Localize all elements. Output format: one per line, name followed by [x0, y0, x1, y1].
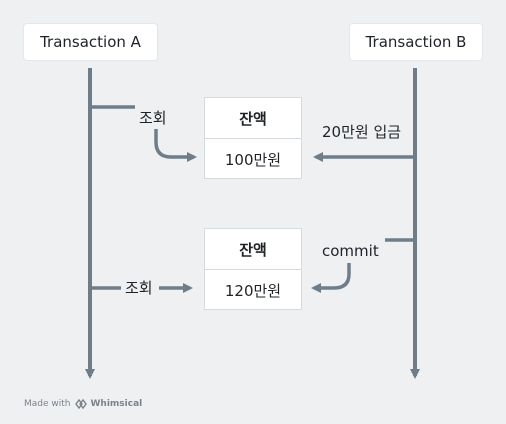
commit-label: commit — [322, 242, 379, 260]
transaction-b-box: Transaction B — [350, 24, 482, 60]
balance-table-2-value: 120만원 — [224, 281, 282, 300]
transaction-b-label: Transaction B — [365, 33, 467, 51]
whimsical-logo-icon — [74, 399, 87, 409]
deposit-label: 20만원 입금 — [322, 123, 402, 141]
balance-table-1-value: 100만원 — [224, 150, 282, 169]
transaction-a-box: Transaction A — [24, 24, 157, 60]
connector-read-1 — [90, 105, 194, 157]
transaction-a-label: Transaction A — [40, 33, 141, 51]
read-label-1: 조회 — [139, 109, 167, 127]
balance-table-2: 잔액 120만원 — [204, 228, 302, 310]
whimsical-brand-text: Whimsical — [90, 399, 143, 409]
made-with-text: Made with — [24, 399, 71, 409]
made-with-whimsical-footer[interactable]: Made with Whimsical — [24, 399, 142, 409]
balance-table-1: 잔액 100만원 — [204, 97, 302, 179]
connector-commit — [311, 263, 351, 293]
balance-table-1-header: 잔액 — [205, 98, 301, 139]
balance-table-2-header: 잔액 — [205, 229, 301, 270]
read-label-2: 조회 — [125, 279, 153, 297]
